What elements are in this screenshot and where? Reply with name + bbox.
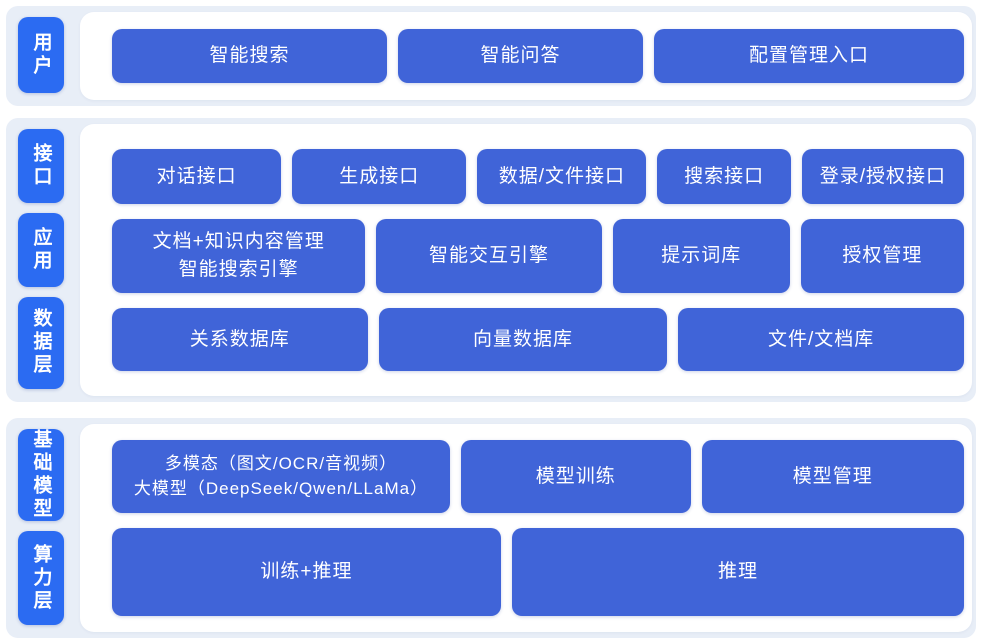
layer-label-column: 基础模型算力层	[6, 418, 64, 638]
section-content-interface-application-data: 对话接口生成接口数据/文件接口搜索接口登录/授权接口文档+知识内容管理 智能搜索…	[80, 124, 972, 396]
block-auth-management: 授权管理	[800, 219, 965, 293]
block-data-file-api: 数据/文件接口	[477, 149, 647, 204]
layer-label-column: 用户	[6, 6, 64, 106]
layer-label-base-model: 基础模型	[18, 429, 64, 521]
layer-panel-interface-application-data: 接口应用数据层对话接口生成接口数据/文件接口搜索接口登录/授权接口文档+知识内容…	[6, 118, 976, 402]
block-file-doc-library: 文件/文档库	[678, 308, 964, 371]
block-row: 智能搜索智能问答配置管理入口	[112, 29, 964, 83]
block-row: 多模态（图文/OCR/音视频） 大模型（DeepSeek/Qwen/LLaMa）…	[112, 440, 964, 513]
block-login-auth-api: 登录/授权接口	[801, 149, 964, 204]
block-smart-search: 智能搜索	[112, 29, 387, 83]
block-relational-db: 关系数据库	[112, 308, 368, 371]
layer-label-interface: 接口	[18, 129, 64, 203]
section-content-base-model-compute: 多模态（图文/OCR/音视频） 大模型（DeepSeek/Qwen/LLaMa）…	[80, 424, 972, 632]
block-row: 关系数据库向量数据库文件/文档库	[112, 308, 964, 371]
block-row: 训练+推理推理	[112, 528, 964, 616]
block-model-management: 模型管理	[701, 440, 964, 513]
block-config-management-entry: 配置管理入口	[654, 29, 964, 83]
block-row: 对话接口生成接口数据/文件接口搜索接口登录/授权接口	[112, 149, 964, 204]
layer-label-text: 用户	[30, 32, 52, 78]
block-inference: 推理	[511, 528, 964, 616]
block-vector-db: 向量数据库	[378, 308, 668, 371]
layer-label-text: 基础模型	[30, 429, 52, 521]
layer-label-text: 接口	[30, 142, 52, 189]
layer-label-compute-layer: 算力层	[18, 531, 64, 625]
section-content-user: 智能搜索智能问答配置管理入口	[80, 12, 972, 100]
block-generation-api: 生成接口	[292, 149, 467, 204]
block-smart-interaction-engine: 智能交互引擎	[376, 219, 602, 293]
block-dialog-api: 对话接口	[112, 149, 282, 204]
layer-label-text: 应用	[30, 226, 52, 273]
block-model-training: 模型训练	[460, 440, 691, 513]
block-training-plus-inference: 训练+推理	[112, 528, 501, 616]
layer-label-data-layer: 数据层	[18, 296, 64, 389]
layer-label-text: 算力层	[30, 543, 52, 613]
block-smart-qa: 智能问答	[398, 29, 643, 83]
block-multimodal-llm: 多模态（图文/OCR/音视频） 大模型（DeepSeek/Qwen/LLaMa）	[112, 440, 450, 513]
block-doc-knowledge-search-engine: 文档+知识内容管理 智能搜索引擎	[112, 219, 366, 293]
layer-label-text: 数据层	[30, 308, 52, 378]
block-row: 文档+知识内容管理 智能搜索引擎智能交互引擎提示词库授权管理	[112, 219, 965, 293]
block-prompt-library: 提示词库	[612, 219, 790, 293]
layer-panel-user: 用户 智能搜索智能问答配置管理入口	[6, 6, 976, 106]
block-search-api: 搜索接口	[657, 149, 791, 204]
layer-label-column: 接口应用数据层	[6, 118, 64, 402]
layer-label-application: 应用	[18, 212, 64, 287]
layer-panel-base-model-compute: 基础模型算力层多模态（图文/OCR/音视频） 大模型（DeepSeek/Qwen…	[6, 418, 976, 638]
layer-label-user: 用户	[18, 17, 64, 93]
